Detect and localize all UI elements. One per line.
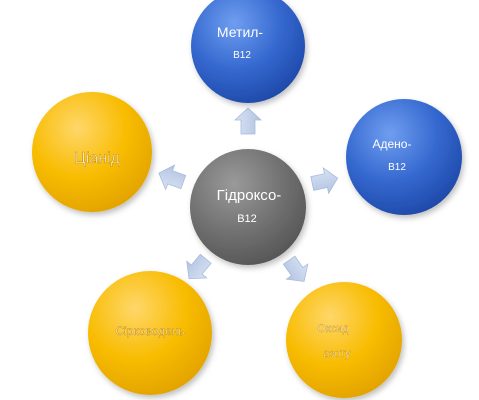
arrow-to-cyanide xyxy=(158,164,187,191)
node-nitric-oxide-sublabel: азоту xyxy=(323,348,351,360)
node-nitric-oxide-label: Оксид xyxy=(317,323,349,335)
node-hydroxo-label: Гідроксо- xyxy=(217,187,282,204)
node-hydroxo-b12-center: Гідроксо- B12 xyxy=(190,149,306,265)
node-cyanide: Ціанід xyxy=(32,92,152,212)
node-hydrogen-sulfide-label: Сірководень xyxy=(115,324,184,338)
node-nitric-oxide: Оксид азоту xyxy=(286,282,402,398)
node-adeno-b12: Адено- B12 xyxy=(346,99,462,215)
node-hydroxo-sublabel: B12 xyxy=(237,213,257,225)
node-adeno-label: Адено- xyxy=(373,137,412,151)
arrow-to-methyl xyxy=(233,107,263,135)
node-methyl-label: Метил- xyxy=(217,24,264,40)
node-methyl-b12: Метил- B12 xyxy=(191,0,305,103)
node-methyl-sublabel: B12 xyxy=(233,50,251,61)
node-adeno-sublabel: B12 xyxy=(388,162,406,173)
arrow-to-nitric-oxide xyxy=(282,255,309,282)
arrow-to-adeno xyxy=(310,166,339,195)
node-cyanide-label: Ціанід xyxy=(74,150,121,167)
arrow-to-hydrogen-sulfide xyxy=(186,253,212,280)
node-hydrogen-sulfide: Сірководень xyxy=(88,271,212,395)
